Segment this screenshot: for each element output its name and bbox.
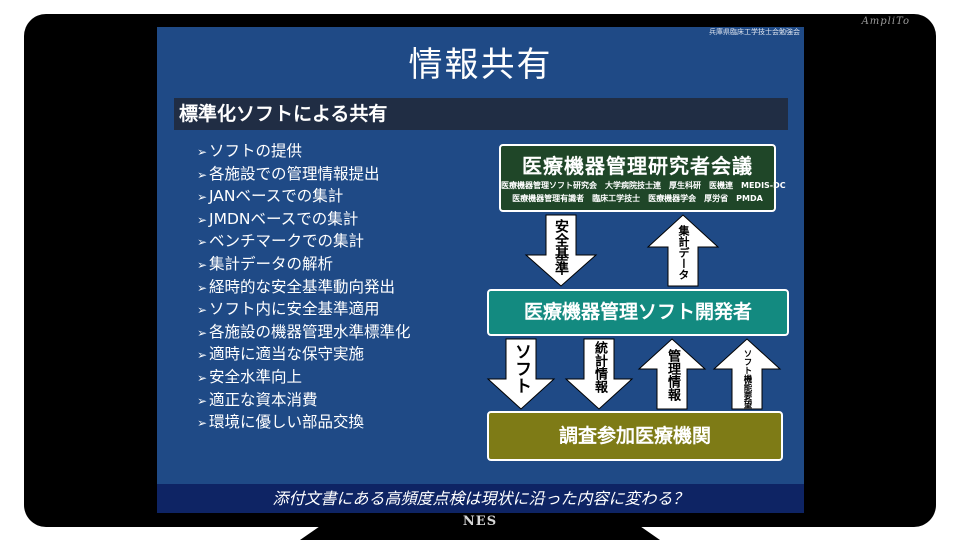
arrow-down-safety-standard <box>524 214 598 287</box>
bullet-arrow-icon: ➢ <box>197 145 208 159</box>
software-developer-box: 医療機器管理ソフト開発者 <box>487 289 789 336</box>
bullet-list: ➢ソフトの提供 ➢各施設での管理情報提出 ➢JANベースでの集計 ➢JMDNベー… <box>197 141 411 435</box>
arrow-label-aggregate-data: 集計データ <box>677 225 690 280</box>
bullet-arrow-icon: ➢ <box>197 235 208 250</box>
arrow-label-management-info: 管理情報 <box>665 349 680 401</box>
bullet-item: ➢集計データの解析 <box>197 254 411 277</box>
bullet-arrow-icon: ➢ <box>197 167 208 182</box>
bullet-item: ➢各施設での管理情報提出 <box>197 164 411 187</box>
presentation-slide: 兵庫県臨床工学技士会勉強会 情報共有 標準化ソフトによる共有 ➢ソフトの提供 ➢… <box>157 27 804 513</box>
researchers-meeting-box: 医療機器管理研究者会議 医療機器管理ソフト研究会 大学病院技士連 厚生科研 医機… <box>499 144 786 212</box>
bullet-item: ➢ベンチマークでの集計 <box>197 231 411 254</box>
bullet-item: ➢環境に優しい部品交換 <box>197 412 411 435</box>
researchers-meeting-title: 医療機器管理研究者会議 <box>522 154 753 178</box>
bullet-arrow-icon: ➢ <box>197 416 208 431</box>
slide-title: 情報共有 <box>408 45 553 85</box>
bullet-arrow-icon: ➢ <box>197 280 208 295</box>
researchers-meeting-members-row1: 医療機器管理ソフト研究会 大学病院技士連 厚生科研 医機連 MEDIS-DC <box>501 181 786 190</box>
slide-footer-question: 添付文書にある高頻度点検は現状に沿った内容に変わる？ <box>157 484 804 513</box>
researchers-meeting-members-row2: 医療機器管理有識者 臨床工学技士 医療機器学会 厚労省 PMDA <box>512 194 763 203</box>
bullet-arrow-icon: ➢ <box>197 348 208 363</box>
arrow-label-feature-request: ソフト機能要望 <box>742 349 752 409</box>
section-heading: 標準化ソフトによる共有 <box>174 98 788 130</box>
arrow-label-statistics: 統計情報 <box>592 341 607 393</box>
bullet-item: ➢JANベースでの集計 <box>197 186 411 209</box>
bullet-item: ➢各施設の機器管理水準標準化 <box>197 322 411 345</box>
bullet-arrow-icon: ➢ <box>197 325 208 340</box>
bullet-item: ➢経時的な安全基準動向発出 <box>197 277 411 300</box>
arrow-down-software <box>486 338 556 410</box>
watermark-text: AmpliTo <box>861 16 910 27</box>
participating-institutions-box: 調査参加医療機関 <box>487 411 783 461</box>
bullet-item: ➢適正な資本消費 <box>197 390 411 413</box>
bullet-arrow-icon: ➢ <box>197 393 208 408</box>
arrow-down-statistics <box>564 338 634 410</box>
arrow-label-safety-standard: 安全基準 <box>553 219 569 275</box>
bullet-arrow-icon: ➢ <box>197 190 208 205</box>
arrow-up-aggregate-data <box>646 214 720 287</box>
bullet-arrow-icon: ➢ <box>197 257 208 272</box>
monitor-brand: NES <box>462 514 498 529</box>
flow-arrows <box>486 214 782 410</box>
bullet-arrow-icon: ➢ <box>197 370 208 385</box>
bullet-item: ➢JMDNベースでの集計 <box>197 209 411 232</box>
monitor-stand <box>300 510 660 540</box>
bullet-arrow-icon: ➢ <box>197 212 208 227</box>
organization-label: 兵庫県臨床工学技士会勉強会 <box>709 28 800 36</box>
arrow-label-software: ソフト <box>511 343 531 394</box>
arrow-up-feature-request <box>712 338 782 410</box>
bullet-arrow-icon: ➢ <box>197 303 208 318</box>
bullet-item: ➢ソフト内に安全基準適用 <box>197 299 411 322</box>
bullet-item: ➢安全水準向上 <box>197 367 411 390</box>
bullet-item: ➢適時に適当な保守実施 <box>197 344 411 367</box>
arrow-up-management-info <box>637 338 707 410</box>
bullet-item: ➢ソフトの提供 <box>197 141 411 164</box>
